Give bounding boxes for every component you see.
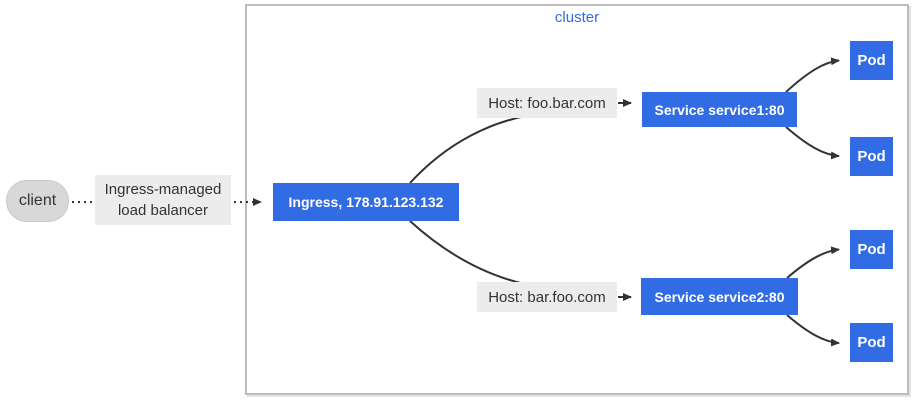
service-node: Service service1:80: [642, 92, 797, 127]
client-label: client: [18, 192, 57, 209]
edge-ingress-to-host1: [409, 112, 546, 184]
cluster-boundary: [245, 4, 909, 395]
ingress-node: Ingress, 178.91.123.132: [273, 183, 459, 221]
pod-node: Pod: [850, 323, 893, 362]
cluster-label: cluster: [554, 9, 600, 26]
host-label: Host: bar.foo.com: [477, 282, 617, 312]
service-node: Service service2:80: [641, 278, 798, 315]
edge-ingress-to-host2: [409, 220, 546, 289]
edge-service1-to-pod2: [785, 126, 840, 160]
load-balancer-label: Ingress-managed load balancer: [95, 175, 231, 225]
pod-node: Pod: [850, 137, 893, 176]
host-label: Host: foo.bar.com: [477, 88, 617, 118]
load-balancer-label-line2: load balancer: [117, 202, 209, 219]
edge-service2-to-pod4: [786, 314, 840, 347]
pod-node: Pod: [850, 230, 893, 269]
edge-service2-to-pod3: [786, 246, 840, 279]
pod-node: Pod: [850, 41, 893, 80]
load-balancer-label-line1: Ingress-managed: [104, 181, 222, 198]
edge-service1-to-pod1: [785, 57, 840, 93]
client-node: client: [6, 180, 69, 222]
ingress-label: Ingress, 178.91.123.132: [288, 194, 444, 210]
